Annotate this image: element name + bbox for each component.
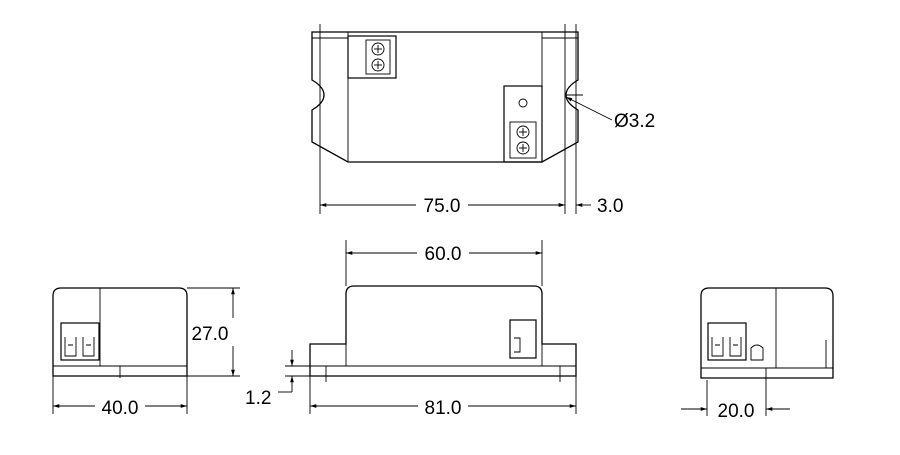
flange-label: 3.0 xyxy=(597,196,623,217)
led-indicator-icon xyxy=(518,98,528,108)
left-width-label: 40.0 xyxy=(102,398,139,419)
output-terminal-block xyxy=(503,85,543,163)
top-view-outline xyxy=(311,31,579,163)
hole-diameter-label: Ø3.2 xyxy=(614,111,655,132)
right-end-terminal-slots xyxy=(711,337,742,357)
left-end-terminal xyxy=(60,322,100,361)
left-end-outline xyxy=(52,287,188,377)
side-view: 60.0 81.0 1.2 xyxy=(245,240,577,419)
top-width-label: 75.0 xyxy=(424,196,461,217)
hole-leader xyxy=(565,96,613,121)
height-label: 27.0 xyxy=(192,324,229,345)
input-terminal-housing xyxy=(365,39,391,75)
right-end-view: 20.0 xyxy=(681,287,834,422)
left-end-view: 40.0 27.0 xyxy=(52,287,240,419)
right-width-label: 20.0 xyxy=(718,401,755,422)
right-end-outline xyxy=(700,287,834,379)
input-terminal-block xyxy=(347,35,397,79)
side-view-terminal-detail xyxy=(514,337,521,353)
left-end-terminal-slots xyxy=(64,337,95,357)
body-length-label: 60.0 xyxy=(425,244,462,265)
right-end-terminal xyxy=(707,322,747,361)
base-thickness-label: 1.2 xyxy=(245,388,271,409)
led-window-icon xyxy=(750,344,764,361)
side-view-terminal xyxy=(509,319,537,359)
overall-length-label: 81.0 xyxy=(425,398,462,419)
output-terminal-housing xyxy=(509,121,537,159)
top-view: Ø3.2 75.0 3.0 xyxy=(311,24,655,217)
